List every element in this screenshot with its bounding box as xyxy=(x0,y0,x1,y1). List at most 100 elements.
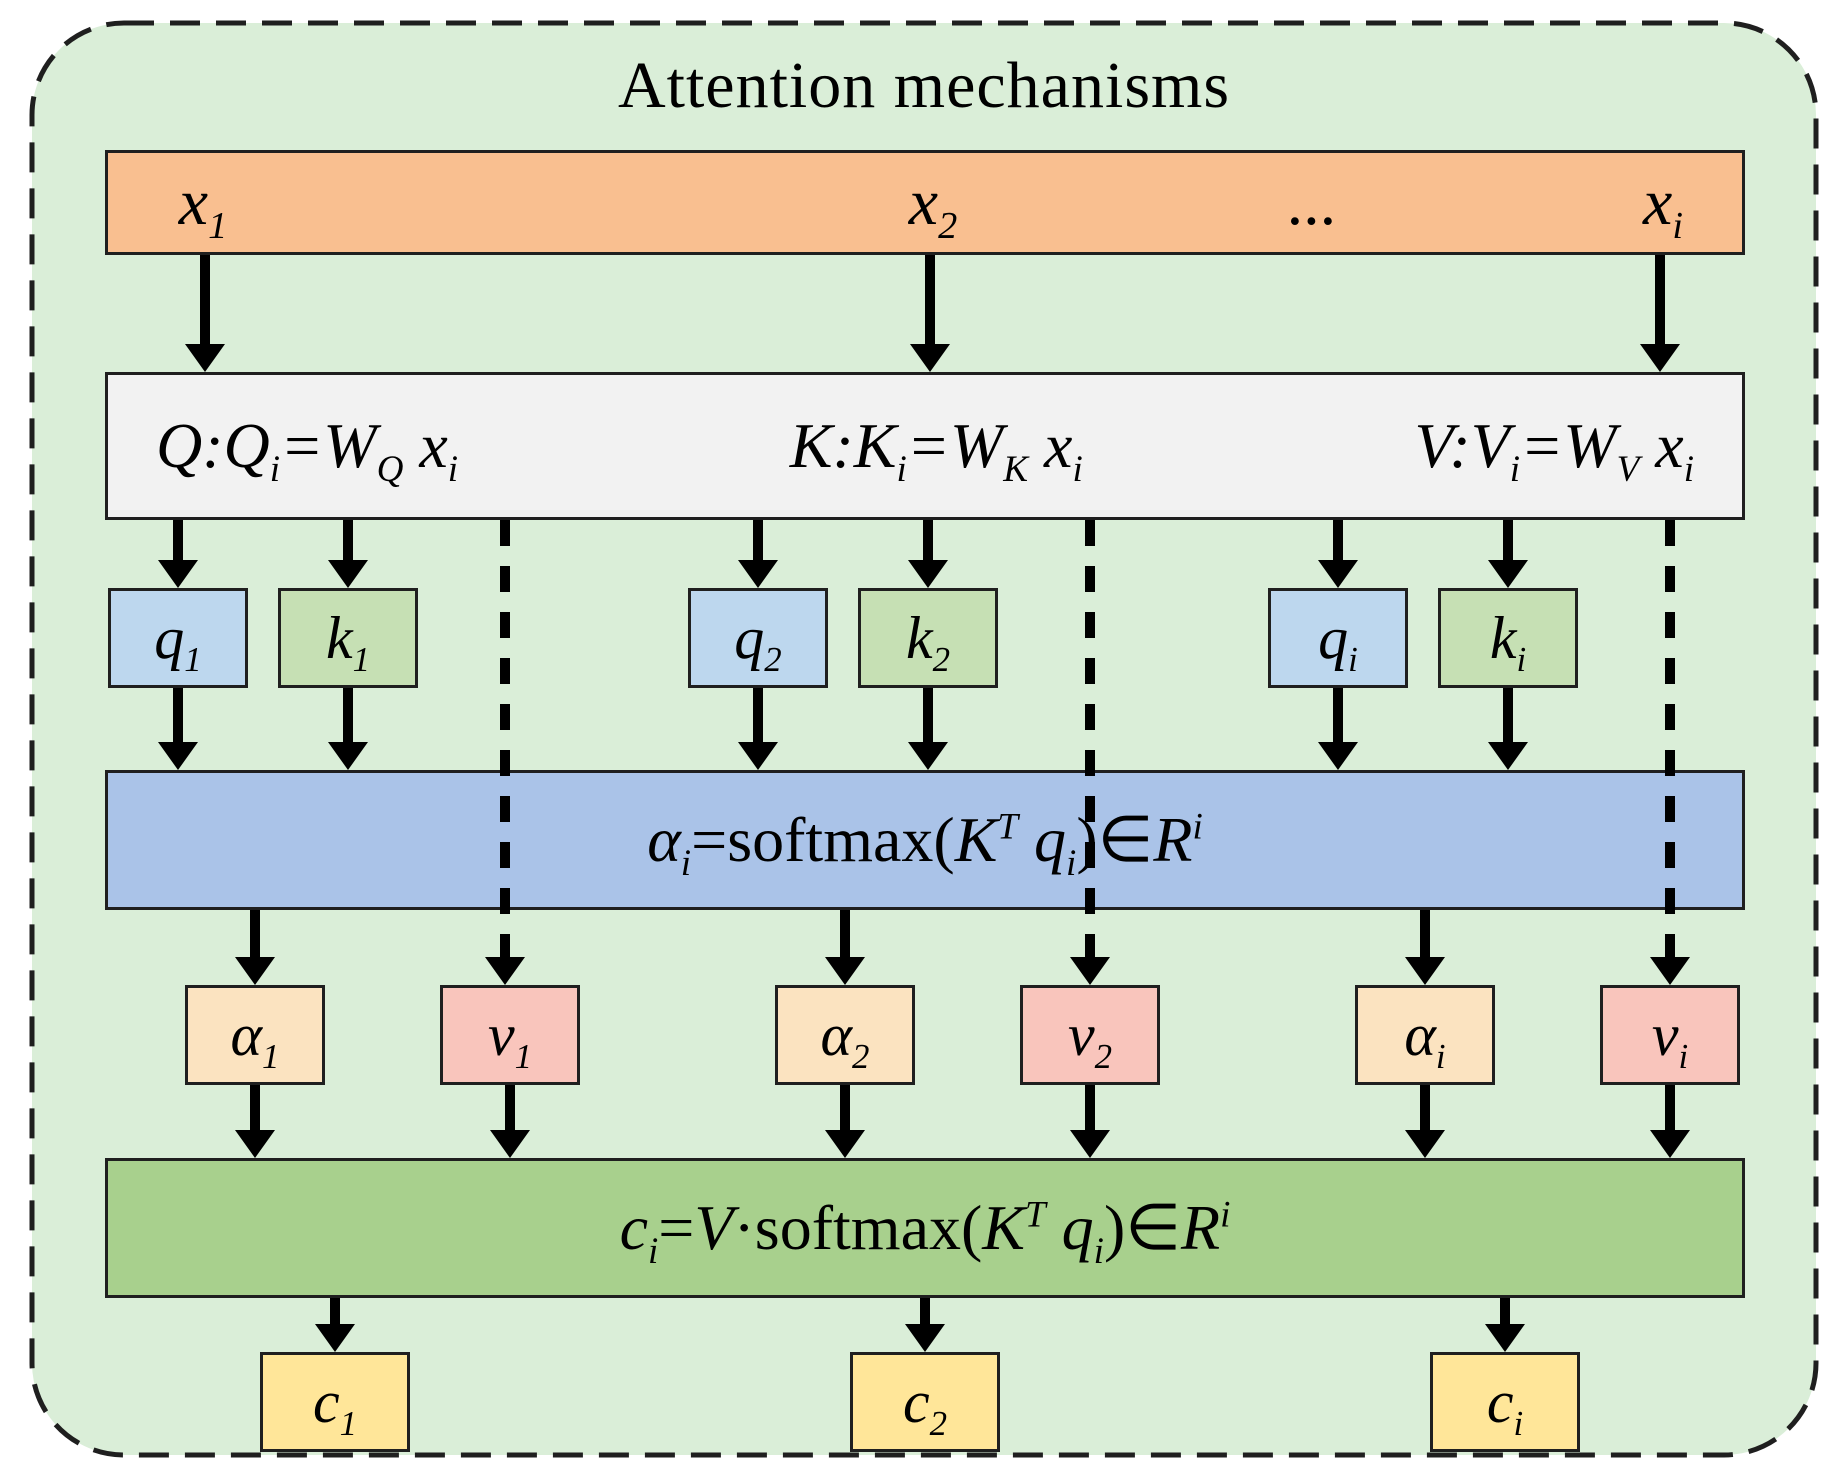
input-token-xi: xi xyxy=(1643,165,1683,247)
input-token-ellipsis: ... xyxy=(1288,165,1338,239)
arrow-ki-to-softmax xyxy=(1486,688,1530,770)
arrow-head xyxy=(908,742,948,770)
k2-label: k2 xyxy=(905,604,951,679)
arrow-head xyxy=(235,1130,275,1158)
q1-box: q1 xyxy=(108,588,248,688)
arrow-qkv-to-q1 xyxy=(156,520,200,588)
alpha1-label: α1 xyxy=(230,1001,280,1076)
k2-box: k2 xyxy=(858,588,998,688)
arrow-shaft xyxy=(923,520,933,564)
arrow-shaft xyxy=(1420,1085,1430,1134)
arrow-q1-to-softmax xyxy=(156,688,200,770)
arrow-x1-to-qkv xyxy=(183,255,227,372)
arrow-head xyxy=(825,1130,865,1158)
arrow-softmax-to-alpha2 xyxy=(823,910,867,985)
arrow-alphai-to-context xyxy=(1403,1085,1447,1158)
ci-label: ci xyxy=(1486,1368,1524,1443)
arrow-shaft xyxy=(1333,520,1343,564)
arrow-shaft xyxy=(200,255,210,348)
arrow-xi-to-qkv xyxy=(1638,255,1682,372)
input-token-x1: x1 xyxy=(178,165,228,247)
arrow-head xyxy=(1405,957,1445,985)
arrow-head xyxy=(1318,560,1358,588)
arrow-alpha1-to-context xyxy=(233,1085,277,1158)
c2-label: c2 xyxy=(902,1368,948,1443)
v2-box: v2 xyxy=(1020,985,1160,1085)
q2-box: q2 xyxy=(688,588,828,688)
arrow-shaft xyxy=(925,255,935,348)
arrow-head xyxy=(1488,742,1528,770)
input-token-x2: x2 xyxy=(908,165,958,247)
arrow-head xyxy=(328,742,368,770)
arrow-shaft xyxy=(1503,520,1513,564)
arrow-shaft xyxy=(343,688,353,746)
alpha2-label: α2 xyxy=(820,1001,870,1076)
arrow-head xyxy=(1485,1324,1525,1352)
arrow-shaft xyxy=(1085,1085,1095,1134)
c2-box: c2 xyxy=(850,1352,1000,1452)
arrow-v1-to-context xyxy=(488,1085,532,1158)
ki-label: ki xyxy=(1489,604,1527,679)
alphai-box: αi xyxy=(1355,985,1495,1085)
input-sequence-bar: x1 x2 ... xi xyxy=(105,150,1745,255)
arrow-shaft xyxy=(1500,1298,1510,1328)
softmax-attention-bar: αi=softmax(KT qi)∈Ri xyxy=(105,770,1745,910)
alpha2-box: α2 xyxy=(775,985,915,1085)
dashed-arrow-shaft xyxy=(500,520,510,961)
arrow-qkv-to-q2 xyxy=(736,520,780,588)
arrow-shaft xyxy=(173,688,183,746)
context-vector-bar: ci=V·softmax(KT qi)∈Ri xyxy=(105,1158,1745,1298)
arrow-qkv-to-qi xyxy=(1316,520,1360,588)
context-formula: ci=V·softmax(KT qi)∈Ri xyxy=(619,1192,1231,1272)
arrow-softmax-to-alpha1 xyxy=(233,910,277,985)
arrow-head xyxy=(910,344,950,372)
arrow-head xyxy=(158,560,198,588)
qi-label: qi xyxy=(1318,604,1358,679)
arrow-shaft xyxy=(1503,688,1513,746)
qi-box: qi xyxy=(1268,588,1408,688)
arrow-head xyxy=(485,957,525,985)
diagram-title: Attention mechanisms xyxy=(617,49,1231,122)
arrow-head xyxy=(490,1130,530,1158)
arrow-head xyxy=(315,1324,355,1352)
arrow-shaft xyxy=(920,1298,930,1328)
arrow-v2-to-context xyxy=(1068,1085,1112,1158)
k1-label: k1 xyxy=(325,604,371,679)
v1-box: v1 xyxy=(440,985,580,1085)
dashed-arrow-to-vi xyxy=(1648,520,1692,985)
q-projection-formula: Q:Qi=WQ xi xyxy=(156,410,459,490)
alpha1-box: α1 xyxy=(185,985,325,1085)
arrow-head xyxy=(1405,1130,1445,1158)
arrow-head xyxy=(1650,1130,1690,1158)
arrow-head xyxy=(1640,344,1680,372)
vi-box: vi xyxy=(1600,985,1740,1085)
arrow-head xyxy=(1650,957,1690,985)
arrow-softmax-to-alphai xyxy=(1403,910,1447,985)
arrow-shaft xyxy=(923,688,933,746)
arrow-context-to-c1 xyxy=(313,1298,357,1352)
arrow-shaft xyxy=(753,688,763,746)
arrow-shaft xyxy=(1333,688,1343,746)
arrow-shaft xyxy=(1655,255,1665,348)
arrow-shaft xyxy=(1665,1085,1675,1134)
arrow-k2-to-softmax xyxy=(906,688,950,770)
arrow-vi-to-context xyxy=(1648,1085,1692,1158)
arrow-qkv-to-ki xyxy=(1486,520,1530,588)
v-projection-formula: V:Vi=WV xi xyxy=(1414,410,1694,490)
arrow-k1-to-softmax xyxy=(326,688,370,770)
arrow-shaft xyxy=(250,910,260,961)
arrow-context-to-ci xyxy=(1483,1298,1527,1352)
arrow-head xyxy=(738,560,778,588)
qkv-projection-bar: Q:Qi=WQ xi K:Ki=WK xi V:Vi=WV xi xyxy=(105,372,1745,520)
vi-label: vi xyxy=(1651,1001,1689,1076)
c1-box: c1 xyxy=(260,1352,410,1452)
arrow-shaft xyxy=(250,1085,260,1134)
arrow-context-to-c2 xyxy=(903,1298,947,1352)
arrow-qkv-to-k2 xyxy=(906,520,950,588)
arrow-shaft xyxy=(173,520,183,564)
arrow-head xyxy=(905,1324,945,1352)
arrow-head xyxy=(908,560,948,588)
arrow-head xyxy=(158,742,198,770)
q2-label: q2 xyxy=(734,604,782,679)
softmax-formula: αi=softmax(KT qi)∈Ri xyxy=(647,804,1203,884)
